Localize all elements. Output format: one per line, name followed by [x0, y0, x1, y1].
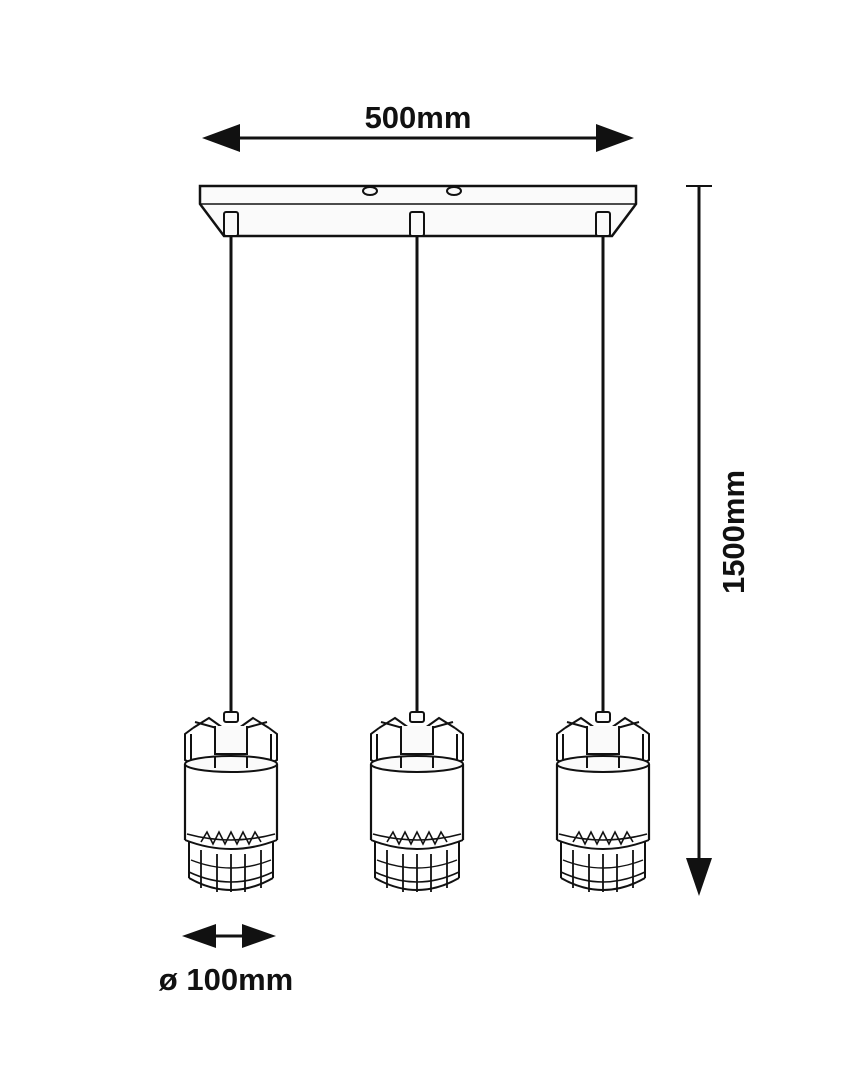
cord-grip	[409, 211, 425, 237]
diameter-label: ø 100mm	[159, 962, 293, 997]
suspension-cords	[229, 236, 605, 712]
lamp-shade-right	[555, 710, 651, 894]
cord-grip	[223, 211, 239, 237]
height-label: 1500mm	[716, 470, 751, 594]
ceiling-canopy	[198, 184, 638, 238]
mounting-screw	[446, 186, 462, 196]
height-dimension: 1500mm	[686, 185, 751, 896]
width-dimension: 500mm	[202, 100, 634, 152]
width-arrow-left	[202, 124, 240, 152]
width-arrow-right	[596, 124, 634, 152]
mounting-screw	[362, 186, 378, 196]
cord-grip	[595, 211, 611, 237]
width-label: 500mm	[365, 100, 472, 135]
diameter-dimension: ø 100mm	[159, 924, 293, 997]
diameter-arrow-left	[182, 924, 216, 948]
lamp-shade-left	[183, 710, 279, 894]
lamp-shade-center	[369, 710, 465, 894]
diameter-arrow-right	[242, 924, 276, 948]
height-arrow-bottom	[686, 858, 712, 896]
